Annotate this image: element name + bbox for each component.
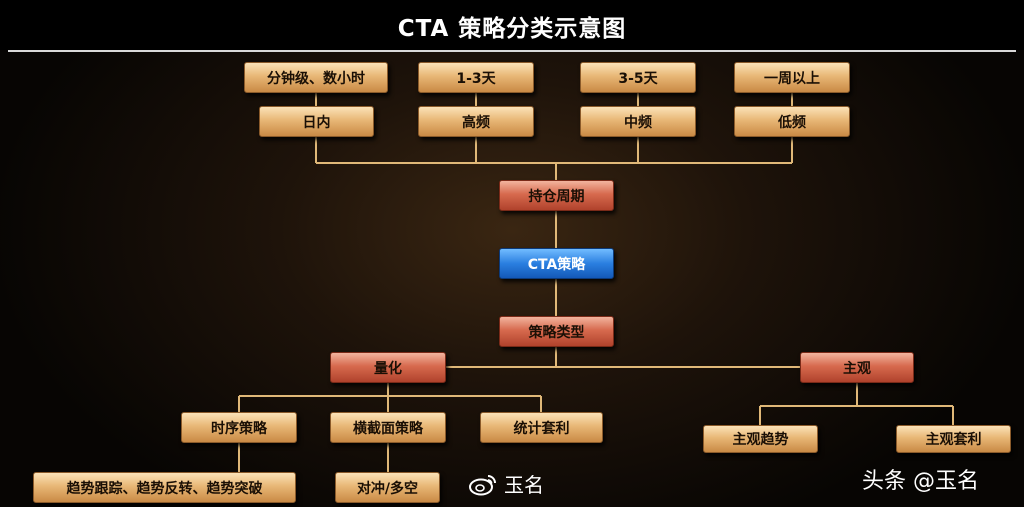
node-quant: 量化 <box>330 352 446 383</box>
node-trend-detail: 趋势跟踪、趋势反转、趋势突破 <box>33 472 296 503</box>
node-timeseries: 时序策略 <box>181 412 297 443</box>
title-rule <box>8 50 1016 52</box>
weibo-icon <box>469 474 496 495</box>
node-period-mid: 3-5天 <box>580 62 696 93</box>
node-subjective: 主观 <box>800 352 914 383</box>
node-statarb: 统计套利 <box>480 412 603 443</box>
watermark-weibo: 玉名 <box>468 469 544 498</box>
node-freq-low: 低频 <box>734 106 850 137</box>
node-strategy-type: 策略类型 <box>499 316 614 347</box>
title-bar <box>0 0 1024 50</box>
node-period-high: 1-3天 <box>418 62 534 93</box>
node-freq-intraday: 日内 <box>259 106 374 137</box>
node-subj-arb: 主观套利 <box>896 425 1011 453</box>
page-title: CTA 策略分类示意图 <box>397 16 627 42</box>
node-freq-mid: 中频 <box>580 106 696 137</box>
node-subj-trend: 主观趋势 <box>703 425 818 453</box>
node-period-low: 一周以上 <box>734 62 850 93</box>
watermark-toutiao: 头条 @玉名 <box>862 469 979 494</box>
watermark-weibo-text: 玉名 <box>504 473 544 497</box>
node-holding-period: 持仓周期 <box>499 180 614 211</box>
node-hedge: 对冲/多空 <box>335 472 440 503</box>
node-freq-high: 高频 <box>418 106 534 137</box>
node-cta-strategy: CTA策略 <box>499 248 614 279</box>
node-crosssection: 横截面策略 <box>330 412 446 443</box>
node-period-intraday: 分钟级、数小时 <box>244 62 388 93</box>
